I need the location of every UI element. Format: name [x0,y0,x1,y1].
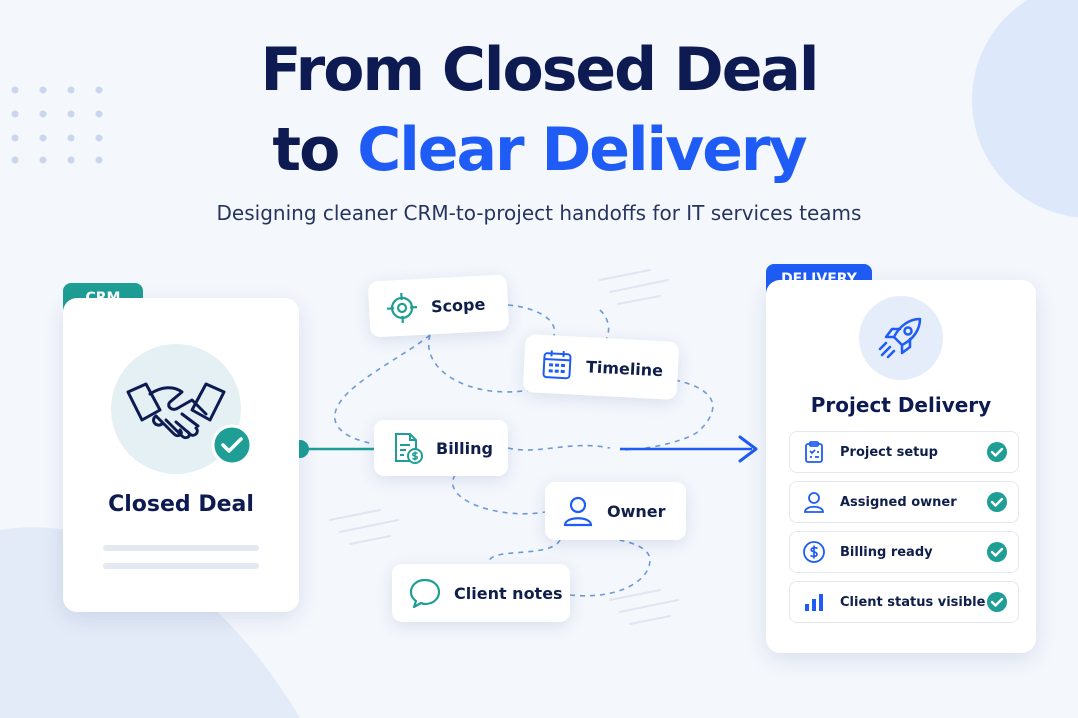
dot-grid [11,86,103,164]
checklist-label: Assigned owner [840,494,957,510]
dollar-icon [803,541,825,563]
chip-client-notes: Client notes [392,564,570,622]
title-line-1: From Closed Deal [260,35,820,105]
check-icon [987,542,1007,562]
arrow-head-icon [738,435,758,463]
user-icon [563,496,593,527]
title-line-2: to Clear Delivery [0,120,1078,180]
title-prefix: to [272,115,340,185]
clipboard-icon [805,441,823,463]
placeholder-line [103,545,259,551]
checklist-item-client-status-visible: Client status visible [789,581,1019,623]
user-icon [804,492,824,513]
rocket-icon [878,317,922,359]
check-icon [987,442,1007,462]
chip-label: Owner [607,501,666,521]
chip-label: Billing [436,438,493,458]
bar-chart-icon [805,594,823,611]
placeholder-line [103,563,259,569]
chip-timeline: Timeline [522,334,680,400]
title-highlight: Clear Delivery [357,115,807,185]
chat-bubble-icon [409,578,441,609]
chip-label: Scope [430,294,486,316]
chip-billing: Billing [374,420,508,476]
check-icon [987,592,1007,612]
invoice-icon [395,433,423,464]
subtitle: Designing cleaner CRM-to-project handoff… [216,201,862,225]
checklist-label: Project setup [840,444,938,460]
handshake-icon [126,382,226,440]
chip-owner: Owner [545,482,686,540]
checklist-item-project-setup: Project setup [789,431,1019,473]
calendar-icon [542,350,572,380]
rocket-circle [859,296,943,380]
chip-scope: Scope [367,274,510,338]
checklist-item-billing-ready: Billing ready [789,531,1019,573]
check-icon [211,424,253,466]
target-icon [387,292,418,323]
delivery-card-title: Project Delivery [810,393,992,417]
crm-card-title: Closed Deal [108,492,254,517]
chip-label: Timeline [585,356,664,380]
check-icon [987,492,1007,512]
checklist-label: Billing ready [840,544,933,560]
checklist-label: Client status visible [840,594,986,610]
checklist-item-assigned-owner: Assigned owner [789,481,1019,523]
chip-label: Client notes [454,583,563,603]
